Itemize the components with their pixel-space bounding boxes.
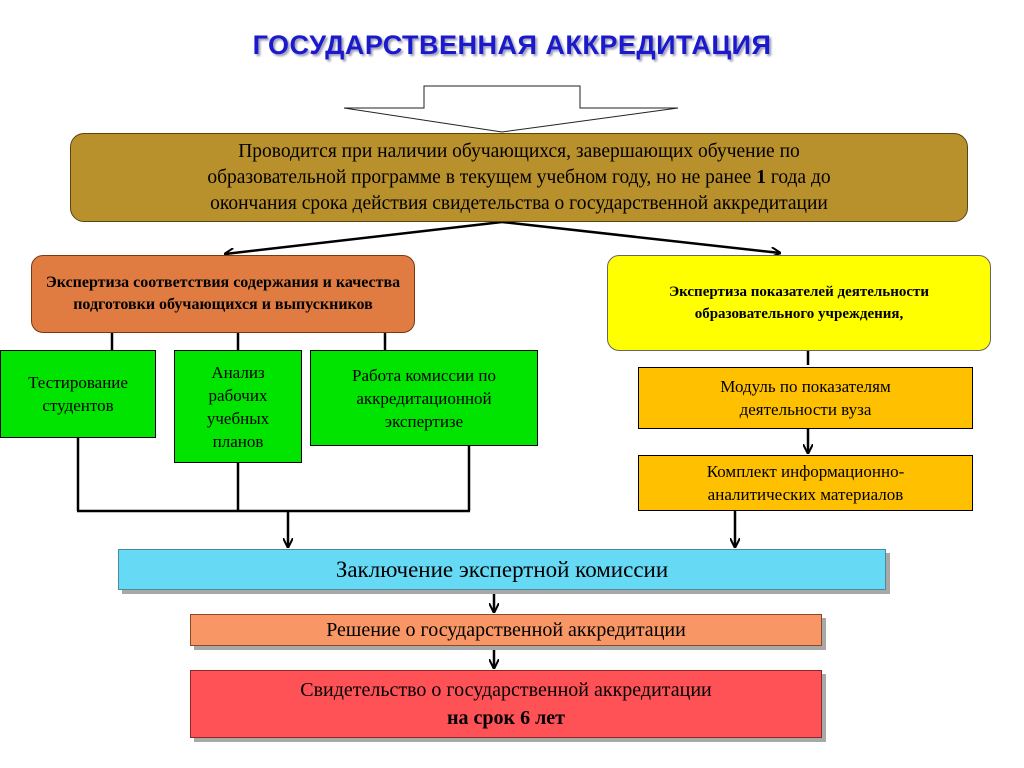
accreditation-certificate-box: Свидетельство о государственной аккредит… (190, 670, 822, 738)
condition-line-1: Проводится при наличии обучающихся, заве… (238, 140, 800, 162)
university-indicators-module-box: Модуль по показателям деятельности вуза (638, 367, 973, 429)
commission-conclusion-box: Заключение экспертной комиссии (118, 549, 886, 590)
content-quality-expertise-box: Экспертиза соответствия содержания и кач… (31, 255, 415, 333)
condition-line-3: окончания срока действия свидетельства о… (210, 192, 828, 214)
arrow-to-left-branch (225, 220, 503, 254)
hollow-down-arrow (343, 85, 679, 133)
performance-indicators-expertise-box: Экспертиза показателей деятельности обра… (607, 255, 991, 351)
certificate-line-1: Свидетельство о государственной аккредит… (300, 679, 712, 701)
accreditation-decision-box: Решение о государственной аккредитации (190, 614, 822, 646)
certificate-line-2: на срок 6 лет (447, 707, 565, 729)
commission-work-box: Работа комиссии по аккредитационной эксп… (310, 350, 538, 446)
page-title: ГОСУДАРСТВЕННАЯ АККРЕДИТАЦИЯ (252, 30, 772, 60)
curriculum-analysis-box: Анализ рабочих учебных планов (174, 350, 302, 463)
analytical-materials-box: Комплект информационно-аналитических мат… (638, 455, 973, 511)
student-testing-box: Тестирование студентов (0, 350, 156, 438)
condition-line-2: образовательной программе в текущем учеб… (207, 166, 831, 188)
condition-box: Проводится при наличии обучающихся, заве… (70, 133, 968, 222)
arrow-to-right-branch (501, 220, 780, 253)
